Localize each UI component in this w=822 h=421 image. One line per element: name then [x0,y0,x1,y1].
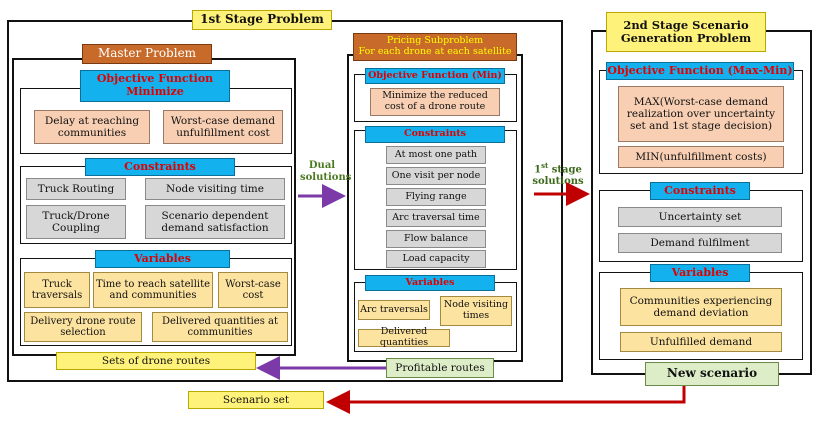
stage1-solutions-rest: stage [548,164,582,176]
stage2-objective-max: MAX(Worst-case demand realization over u… [618,86,784,142]
stage1-solutions-sup: st [541,161,549,170]
stage2-objective-title-text: Objective Function (Max-Min) [607,63,793,77]
stage2-constraints-title-text: Constraints [664,183,736,197]
pricing-variable-arc-traversals: Arc traversals [358,300,430,320]
dual-label-line1: Dual [308,160,336,171]
master-objective-title-line2: Minimize [126,85,184,98]
master-variable-delivered-quantities: Delivered quantities at communities [152,312,288,342]
master-constraints-title: Constraints [85,158,235,176]
stage2-constraint-uncertainty-set: Uncertainty set [618,207,782,227]
stage1-title: 1st Stage Problem [192,10,332,30]
stage2-title: 2nd Stage Scenario Generation Problem [606,12,766,52]
pricing-title-line1: Pricing Subproblem [386,35,484,47]
stage2-title-line2: Generation Problem [620,31,752,45]
stage2-objective-min: MIN(unfulfillment costs) [618,146,784,168]
master-constraint-truck-drone-coupling: Truck/Drone Coupling [26,205,126,239]
stage2-constraint-demand-fulfilment: Demand fulfilment [618,233,782,253]
pricing-title-line2: For each drone at each satellite [358,46,512,57]
master-constraint-node-visiting-time: Node visiting time [145,178,285,200]
pricing-constraint-3: Flying range [386,188,486,206]
master-variable-worst-case-cost: Worst-case cost [218,272,288,308]
pricing-objective-item: Minimize the reduced cost of a drone rou… [370,88,500,116]
master-objective-delay: Delay at reaching communities [34,110,150,144]
pricing-constraint-4: Arc traversal time [386,209,486,227]
pricing-variable-delivered-quantities: Delivered quantities [358,326,450,348]
stage1-solutions-label: 1st stage solutions [528,161,588,187]
dual-solutions-label: Dual solutions [300,160,352,183]
master-variable-truck-traversals: Truck traversals [24,272,90,308]
master-constraint-scenario-demand: Scenario dependent demand satisfaction [145,205,285,239]
master-constraints-title-text: Constraints [124,159,196,173]
master-variable-drone-route-selection: Delivery drone route selection [24,312,142,342]
pricing-objective-title: Objective Function (Min) [365,68,505,84]
stage2-objective-title: Objective Function (Max-Min) [606,62,794,80]
stage2-variables-title-text: Variables [671,265,729,279]
stage2-variable-communities: Communities experiencing demand deviatio… [620,288,782,326]
pricing-constraints-title: Constraints [365,126,505,143]
stage1-solutions-num: 1 [534,164,542,176]
master-variable-time-to-reach: Time to reach satellite and communities [93,272,213,308]
pricing-variables-title: Variables [365,275,495,291]
pricing-subproblem-title: Pricing Subproblem For each drone at eac… [353,33,517,61]
pricing-constraint-1: At most one path [386,146,486,164]
scenario-set: Scenario set [188,391,324,409]
dual-label-line2: solutions [300,171,352,183]
pricing-constraint-2: One visit per node [386,167,486,185]
stage2-variables-title: Variables [650,264,750,282]
new-scenario: New scenario [645,362,779,386]
stage2-title-line1: 2nd Stage Scenario [623,17,749,32]
profitable-routes: Profitable routes [386,358,494,378]
sets-of-drone-routes: Sets of drone routes [56,352,256,370]
pricing-variable-node-visiting-times: Node visiting times [440,296,512,326]
pricing-constraint-5: Flow balance [386,230,486,248]
stage2-variable-unfulfilled-demand: Unfulfilled demand [620,332,782,352]
pricing-objective-title-text: Objective Function (Min) [368,69,502,81]
master-objective-worst-case: Worst-case demand unfulfillment cost [163,110,283,144]
pricing-constraints-title-text: Constraints [404,128,466,140]
stage1-solutions-line2: solutions [532,175,584,187]
master-objective-title: Objective Function Minimize [80,70,230,102]
new-scenario-arrow [326,386,686,414]
stage1-solutions-line1: 1st stage [528,161,588,176]
master-variables-title-text: Variables [134,251,191,265]
pricing-constraint-6: Load capacity [386,250,486,268]
master-problem-title: Master Problem [82,44,212,64]
master-variables-title: Variables [95,250,230,268]
stage2-constraints-title: Constraints [650,182,750,200]
master-constraint-truck-routing: Truck Routing [26,178,126,200]
master-objective-title-line1: Objective Function [96,72,214,86]
pricing-variables-title-text: Variables [405,276,455,288]
